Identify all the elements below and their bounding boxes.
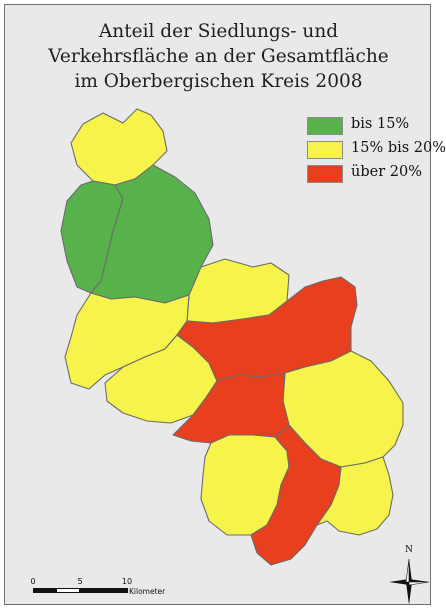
scale-unit: Kilometer <box>129 587 166 596</box>
legend-label: 15% bis 20% <box>351 140 446 156</box>
title-line-1: Anteil der Siedlungs- und <box>98 21 339 42</box>
scale-bar: 0 5 10 Kilometer <box>30 577 165 601</box>
scale-segment <box>33 588 57 593</box>
title-line-2: Verkehrsfläche an der Gesamtfläche <box>48 46 389 67</box>
region-north-tip[interactable] <box>70 108 168 186</box>
legend-swatch-red <box>307 165 343 183</box>
legend-label: bis 15% <box>351 116 410 132</box>
scale-tick-0: 0 <box>30 577 36 586</box>
map-frame: Anteil der Siedlungs- und Verkehrsfläche… <box>4 4 446 607</box>
scale-tick-10: 10 <box>121 577 133 586</box>
north-label: N <box>405 545 413 555</box>
legend-swatch-yellow <box>307 141 343 159</box>
region-south-east[interactable] <box>316 456 394 536</box>
legend-label: über 20% <box>351 164 422 180</box>
scale-segment <box>56 588 80 593</box>
compass-icon <box>389 558 430 605</box>
scale-tick-5: 5 <box>77 577 83 586</box>
scale-segment <box>79 588 104 593</box>
legend-swatch-green <box>307 117 343 135</box>
title-line-3: im Oberbergischen Kreis 2008 <box>74 71 363 92</box>
district-map <box>60 108 404 566</box>
scale-segment <box>103 588 128 593</box>
north-arrow: N <box>387 545 431 607</box>
map-title: Anteil der Siedlungs- und Verkehrsfläche… <box>5 19 432 94</box>
